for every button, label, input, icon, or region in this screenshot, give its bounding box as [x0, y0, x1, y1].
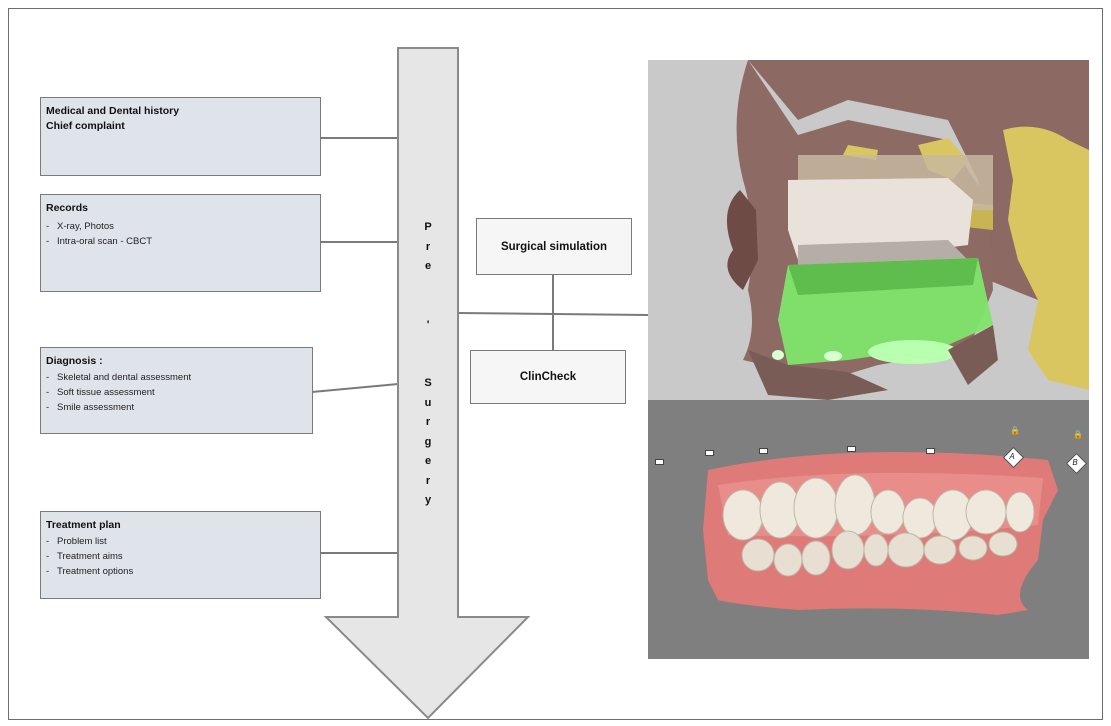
box-history: Medical and Dental history Chief complai… [40, 97, 321, 176]
arrow-label-pre-surgery: P r e ' S u r g e r y [398, 218, 458, 511]
attachment-marker [705, 450, 714, 456]
clincheck-box: ClinCheck [470, 350, 626, 404]
attachment-marker [759, 448, 768, 454]
treatment-item: Treatment options [46, 564, 315, 579]
arrow-letter: u [398, 394, 458, 414]
attachment-marker [655, 459, 664, 465]
arrow-letter: ' [398, 316, 458, 336]
surgical-simulation-box: Surgical simulation [476, 218, 632, 275]
box-diagnosis: Diagnosis : Skeletal and dental assessme… [40, 347, 313, 434]
lock-icon: 🔒 [1073, 430, 1083, 439]
diagnosis-item: Smile assessment [46, 400, 307, 415]
connector-diagnosis [312, 384, 398, 392]
arrow-letter: e [398, 257, 458, 277]
arrow-letter [398, 355, 458, 375]
surgical-simulation-image [648, 60, 1089, 400]
diagnosis-title: Diagnosis : [46, 354, 307, 369]
arrow-letter [398, 277, 458, 297]
arrow-letter: r [398, 413, 458, 433]
arrow-letter [398, 335, 458, 355]
marker-b-label: B [1068, 458, 1082, 467]
history-title-line1: Medical and Dental history [46, 104, 315, 119]
arrow-letter: P [398, 218, 458, 238]
history-title-line2: Chief complaint [46, 119, 315, 134]
clincheck-image: A B 🔒 🔒 [648, 400, 1089, 659]
records-item: Intra-oral scan - CBCT [46, 234, 315, 249]
arrow-letter: y [398, 491, 458, 511]
treatment-title: Treatment plan [46, 518, 315, 533]
lock-icon: 🔒 [1010, 426, 1020, 435]
arrow-letter: e [398, 452, 458, 472]
records-title: Records [46, 201, 315, 216]
face-model-illustration [648, 60, 1089, 400]
treatment-item: Problem list [46, 534, 315, 549]
attachment-marker [847, 446, 856, 452]
arrow-letter: S [398, 374, 458, 394]
arrow-letter: g [398, 433, 458, 453]
treatment-item: Treatment aims [46, 549, 315, 564]
marker-a-label: A [1005, 452, 1019, 461]
arrow-letter: r [398, 238, 458, 258]
box-records: Records X-ray, Photos Intra-oral scan - … [40, 194, 321, 292]
diagnosis-item: Soft tissue assessment [46, 385, 307, 400]
attachment-marker [926, 448, 935, 454]
box-treatment-plan: Treatment plan Problem list Treatment ai… [40, 511, 321, 599]
teeth-model-illustration [648, 400, 1089, 659]
connector-lines [312, 138, 648, 553]
records-item: X-ray, Photos [46, 219, 315, 234]
arrow-letter: r [398, 472, 458, 492]
arrow-letter [398, 296, 458, 316]
diagnosis-item: Skeletal and dental assessment [46, 370, 307, 385]
